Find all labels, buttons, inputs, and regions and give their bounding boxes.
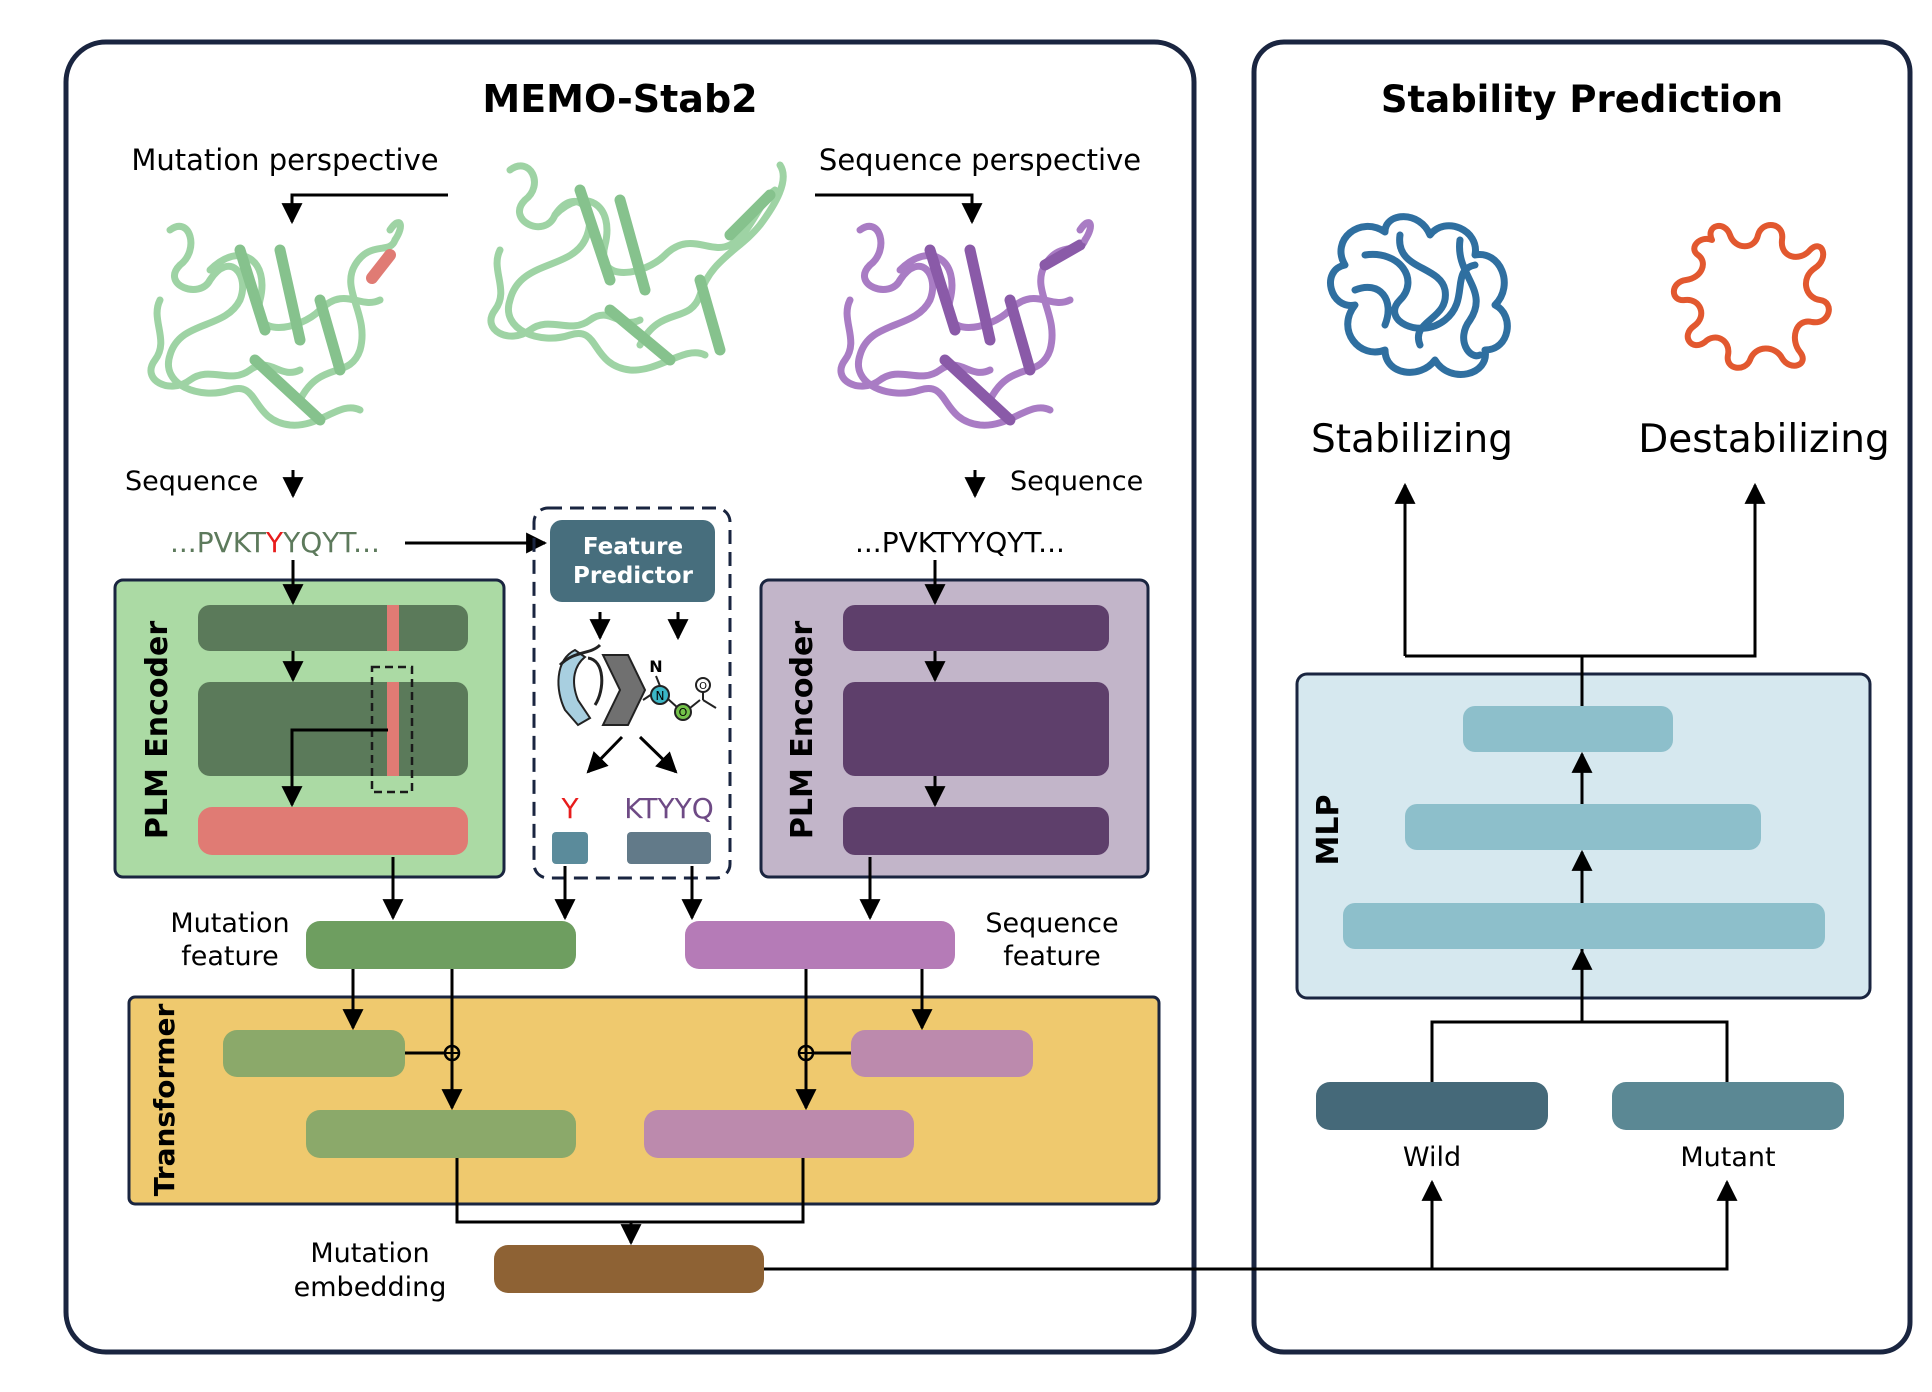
mlp-layer-3 xyxy=(1463,706,1673,752)
transformer-mutant-input xyxy=(223,1030,405,1077)
template-protein-structure xyxy=(487,161,787,374)
atom-o2: O xyxy=(699,681,707,692)
destabilizing-icon xyxy=(1670,222,1832,371)
mutant-protein-structure xyxy=(147,219,404,429)
stability-prediction-panel xyxy=(1251,39,1913,1355)
atom-n: N xyxy=(656,689,665,703)
mutation-site-highlight-2 xyxy=(387,682,399,776)
site-extract-arrow xyxy=(281,728,388,808)
wild-sequence: ...PVKTYYQYT... xyxy=(855,526,1065,559)
stabilizing-icon xyxy=(1327,213,1511,378)
mutant-sequence-suffix: YQYT... xyxy=(282,526,380,559)
mutation-perspective-label: Mutation perspective xyxy=(131,143,438,177)
transformer-block xyxy=(127,995,1161,1206)
sequence-feature-label-line1: Sequence xyxy=(985,908,1118,939)
mlp-layer-2 xyxy=(1405,804,1761,850)
memo-stab2-panel xyxy=(63,39,1197,1355)
mutant-sequence-prefix: ...PVKT xyxy=(170,526,267,559)
atom-o1: O xyxy=(679,706,688,719)
sequence-label-right: Sequence xyxy=(1010,466,1143,497)
memo-stab2-title: MEMO-Stab2 xyxy=(482,77,757,121)
output-split-line xyxy=(1403,485,1757,658)
feature-predictor-block xyxy=(550,520,715,602)
site-window-feature xyxy=(627,832,711,864)
mutant-encoder-layer-1 xyxy=(198,605,468,651)
wild-add-node xyxy=(797,1044,815,1062)
wild-embedding-block xyxy=(1316,1082,1548,1130)
wild-protein-structure xyxy=(837,219,1094,429)
transformer-wild-output xyxy=(644,1110,914,1158)
mutation-site-highlight-1 xyxy=(387,605,399,651)
mutation-feature-label-line1: Mutation xyxy=(170,908,289,939)
site-residue-feature xyxy=(552,832,588,864)
transformer-mutant-output xyxy=(306,1110,576,1158)
sequence-feature-label-line2: feature xyxy=(1003,941,1100,972)
mlp-label: MLP xyxy=(1311,795,1346,866)
stabilizing-label: Stabilizing xyxy=(1311,417,1513,462)
stability-prediction-title: Stability Prediction xyxy=(1381,78,1783,121)
mutant-embedding-block xyxy=(1612,1082,1844,1130)
mutant-encoder-output xyxy=(198,807,468,855)
mlp-layer-1 xyxy=(1343,903,1825,949)
sequence-feature-block xyxy=(685,921,955,969)
feature-predictor-label-line2: Predictor xyxy=(573,563,694,589)
wild-encoder-layer-1 xyxy=(843,605,1109,651)
site-window-label: KTYYQ xyxy=(624,792,714,825)
wild-encoder-layer-2 xyxy=(843,682,1109,776)
transformer-label: Transformer xyxy=(148,1004,181,1197)
atom-n-top: N xyxy=(649,657,662,676)
mutant-label: Mutant xyxy=(1680,1142,1775,1173)
sequence-label-left: Sequence xyxy=(125,466,258,497)
wild-label: Wild xyxy=(1403,1142,1461,1173)
mutant-add-node xyxy=(443,1044,461,1062)
feature-predictor-box xyxy=(532,506,732,880)
destabilizing-label: Destabilizing xyxy=(1638,417,1890,462)
secondary-structure-icon xyxy=(557,643,647,727)
mutation-feature-label-line2: feature xyxy=(181,941,278,972)
chemical-structure-icon: N N O O xyxy=(642,657,717,721)
mutation-embedding-label-line1: Mutation xyxy=(310,1238,429,1269)
mutation-feature-block xyxy=(306,921,576,969)
plm-encoder-mutant-label: PLM Encoder xyxy=(140,621,175,839)
mutation-perspective-arrow xyxy=(281,193,448,225)
transformer-wild-input xyxy=(851,1030,1033,1077)
site-residue-label: Y xyxy=(560,792,579,825)
feature-predictor-label-line1: Feature xyxy=(583,534,683,560)
sequence-perspective-arrow xyxy=(815,193,983,225)
predictor-split-arrow-left xyxy=(586,735,624,774)
mutation-embedding-block xyxy=(494,1245,764,1293)
sequence-perspective-label: Sequence perspective xyxy=(819,143,1141,177)
mutation-embedding-label-line2: embedding xyxy=(294,1272,447,1303)
mutant-sequence: ...PVKTYYQYT... xyxy=(170,526,380,559)
mutant-residue: Y xyxy=(265,526,284,559)
plm-encoder-wild-label: PLM Encoder xyxy=(785,621,820,839)
predictor-split-arrow-right xyxy=(638,735,678,774)
embedding-to-prediction-line xyxy=(764,1179,1738,1271)
wild-encoder-layer-3 xyxy=(843,807,1109,855)
wild-mutant-merge-line xyxy=(1430,1020,1729,1082)
